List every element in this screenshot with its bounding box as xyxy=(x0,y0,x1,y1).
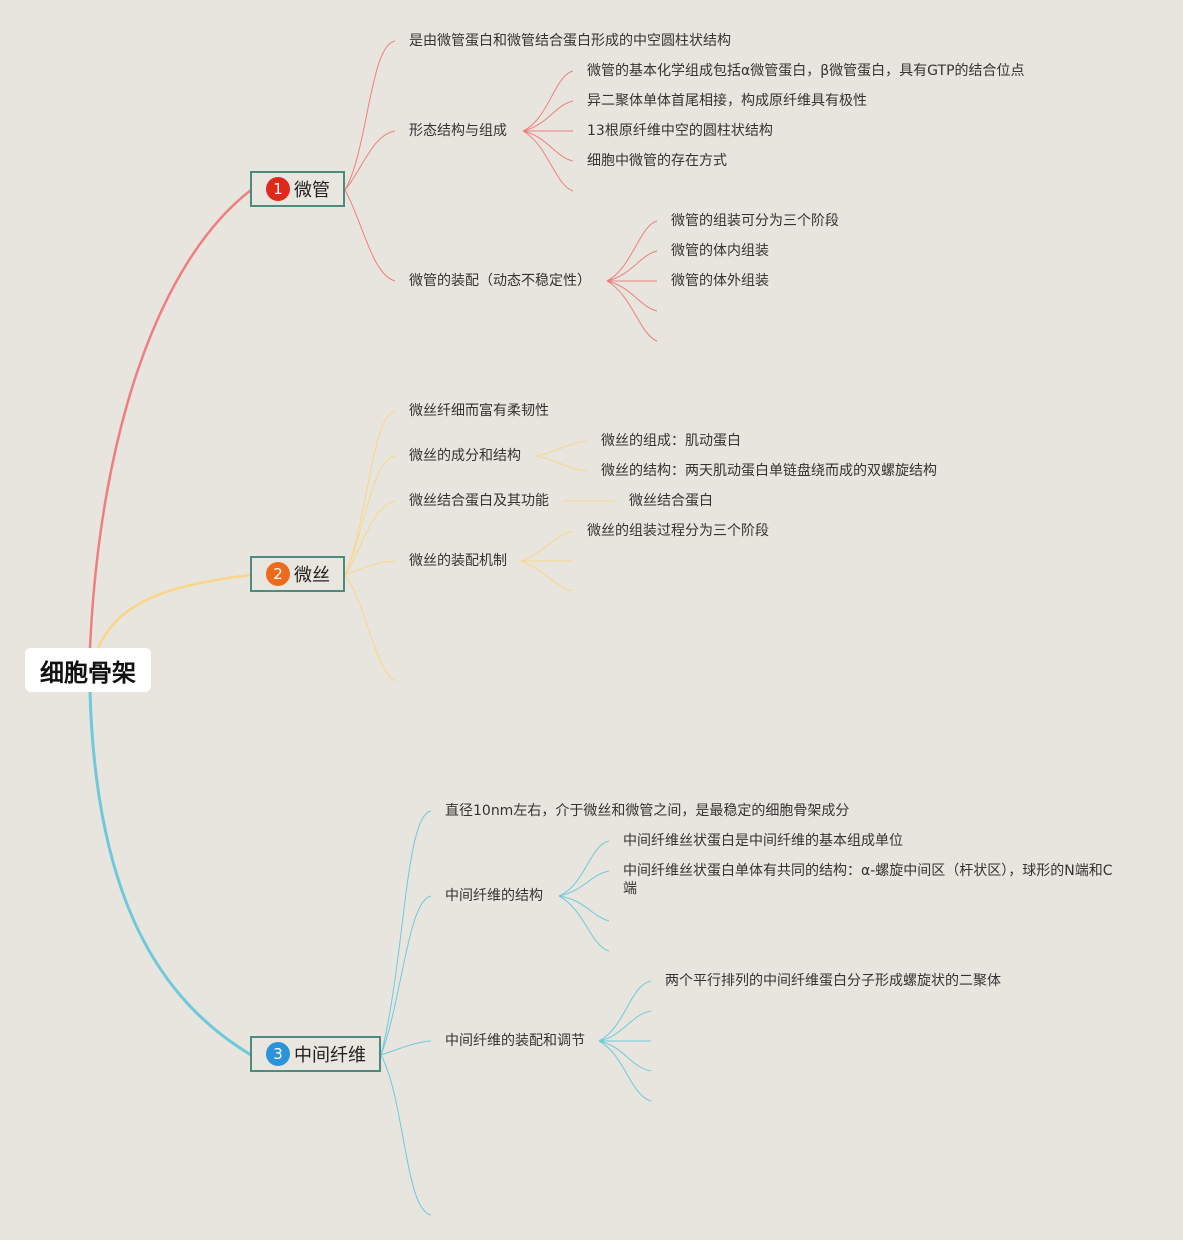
branch-microfilament[interactable]: 2 微丝 xyxy=(250,556,345,592)
subtopic[interactable]: 微丝的组装过程分为三个阶段 xyxy=(587,523,769,539)
topic[interactable]: 微丝结合蛋白及其功能 xyxy=(409,493,549,509)
root-link-microtubule xyxy=(88,189,252,649)
number-1-icon: 1 xyxy=(266,177,290,201)
subtopic[interactable]: 异二聚体单体首尾相接，构成原纤维具有极性 xyxy=(587,93,867,109)
subtopic[interactable]: 13根原纤维中空的圆柱状结构 xyxy=(587,123,773,139)
subtopic[interactable]: 微丝的组成：肌动蛋白 xyxy=(601,433,741,449)
subtopic[interactable]: 微管的体外组装 xyxy=(671,273,769,289)
subtopic[interactable]: 细胞中微管的存在方式 xyxy=(587,153,727,169)
branch-microtubule[interactable]: 1 微管 xyxy=(250,171,345,207)
number-2-icon: 2 xyxy=(266,562,290,586)
topic[interactable]: 是由微管蛋白和微管结合蛋白形成的中空圆柱状结构 xyxy=(409,33,731,49)
subtopic[interactable]: 中间纤维丝状蛋白是中间纤维的基本组成单位 xyxy=(623,833,903,849)
subtopic[interactable]: 微管的组装可分为三个阶段 xyxy=(671,213,839,229)
subtopic[interactable]: 微管的基本化学组成包括α微管蛋白，β微管蛋白，具有GTP的结合位点 xyxy=(587,63,1025,79)
topic[interactable]: 中间纤维的装配和调节 xyxy=(445,1033,585,1049)
topic[interactable]: 微丝的成分和结构 xyxy=(409,448,521,464)
subtopic[interactable]: 微管的体内组装 xyxy=(671,243,769,259)
topic[interactable]: 微丝的装配机制 xyxy=(409,553,507,569)
root-title: 细胞骨架 xyxy=(40,658,136,687)
root-link-microfilament xyxy=(96,573,252,649)
number-3-icon: 3 xyxy=(266,1042,290,1066)
subtopic[interactable]: 微丝结合蛋白 xyxy=(629,493,713,509)
branch-intermediate-filament[interactable]: 3 中间纤维 xyxy=(250,1036,381,1072)
topic[interactable]: 微丝纤细而富有柔韧性 xyxy=(409,403,549,419)
subtopic[interactable]: 微丝的结构：两天肌动蛋白单链盘绕而成的双螺旋结构 xyxy=(601,463,937,479)
subtopic[interactable]: 中间纤维丝状蛋白单体有共同的结构：α-螺旋中间区（杆状区），球形的N端和C端 xyxy=(623,863,1113,897)
root-link-intermediate xyxy=(88,691,252,1057)
topic[interactable]: 中间纤维的结构 xyxy=(445,888,543,904)
subtopic[interactable]: 两个平行排列的中间纤维蛋白分子形成螺旋状的二聚体 xyxy=(665,973,1001,989)
branch-title: 微丝 xyxy=(294,565,330,586)
branch-title: 中间纤维 xyxy=(294,1045,366,1066)
topic[interactable]: 微管的装配（动态不稳定性） xyxy=(409,273,591,289)
branch-title: 微管 xyxy=(294,180,330,201)
topic[interactable]: 形态结构与组成 xyxy=(409,123,507,139)
root-topic[interactable]: 细胞骨架 xyxy=(25,648,151,692)
topic[interactable]: 直径10nm左右，介于微丝和微管之间，是最稳定的细胞骨架成分 xyxy=(445,803,850,819)
